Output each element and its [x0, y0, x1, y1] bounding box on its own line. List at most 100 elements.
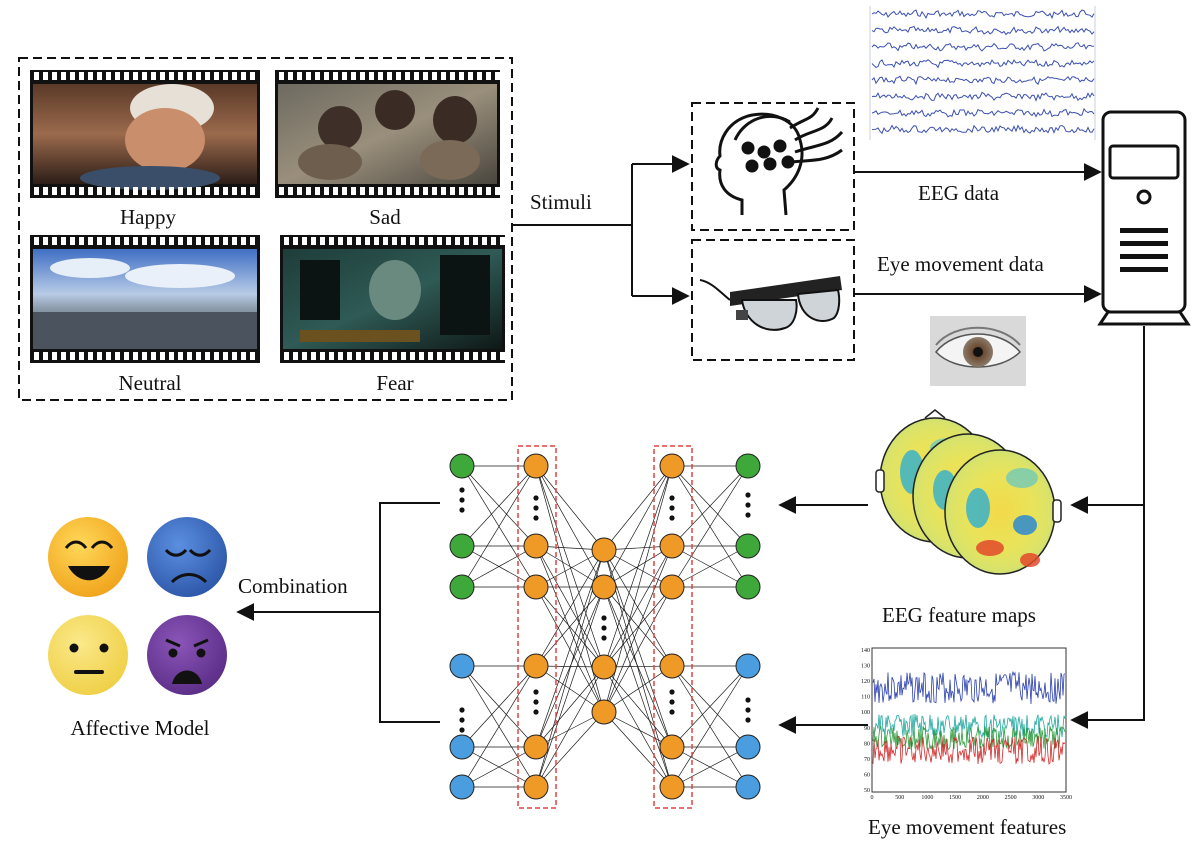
network-edge [535, 586, 605, 788]
network-edge [603, 711, 673, 748]
eye-tracking-glasses-icon [699, 276, 842, 331]
network-edge [603, 545, 673, 668]
network-node [659, 653, 685, 679]
ellipsis-dot [669, 699, 675, 705]
network-edge [461, 746, 537, 788]
eeg-channel-trace [871, 91, 1095, 102]
y-tick-label: 70 [864, 757, 870, 763]
network-edge [671, 665, 749, 748]
network-edge [603, 711, 673, 788]
ellipsis-dot [745, 502, 751, 508]
x-tick-label: 0 [871, 795, 874, 801]
x-tick-label: 1500 [949, 795, 961, 801]
ellipsis-dot [601, 635, 607, 641]
network-edge [603, 666, 673, 748]
network-node [659, 734, 685, 760]
network-node [591, 699, 617, 725]
network-node [735, 653, 761, 679]
eeg-channel-trace [871, 75, 1095, 86]
fear-face-icon [147, 615, 227, 695]
feature-routing-arrows [778, 326, 1145, 734]
network-edge [603, 549, 673, 667]
clip-label-sad: Sad [369, 205, 401, 229]
eye-photo [930, 316, 1026, 386]
network-edge [461, 465, 537, 588]
network-node [449, 774, 475, 800]
film-clip-neutral [30, 235, 260, 363]
eeg-data-label: EEG data [918, 181, 1000, 205]
y-tick-label: 80 [864, 741, 870, 747]
network-edge [535, 545, 605, 668]
network-edge [603, 666, 673, 788]
y-tick-label: 50 [864, 788, 870, 794]
sad-face-icon [147, 517, 227, 597]
network-edge [603, 465, 673, 551]
x-tick-label: 500 [895, 795, 904, 801]
ellipsis-dot [669, 505, 675, 511]
network-node [591, 574, 617, 600]
network-edge [535, 666, 605, 748]
network-node [735, 574, 761, 600]
ellipsis-dot [745, 697, 751, 703]
combination-label: Combination [238, 574, 348, 598]
network-edge [535, 545, 605, 588]
network-edge [603, 586, 673, 668]
ellipsis-dot [459, 727, 465, 733]
network-edge [603, 665, 673, 713]
encoder-hidden-highlight [517, 445, 557, 809]
affective-model-label: Affective Model [71, 716, 210, 740]
decoder-hidden-highlight [653, 445, 693, 809]
eye-movement-data-label: Eye movement data [877, 252, 1044, 276]
film-sprocket-holes [34, 72, 505, 360]
network-edge [461, 545, 537, 588]
happy-face-icon [48, 517, 128, 597]
neutral-face-icon [48, 615, 128, 695]
network-edge [603, 586, 673, 748]
eeg-raw-waves [869, 6, 1096, 140]
network-node [659, 774, 685, 800]
eye-feature-series [872, 713, 1066, 739]
y-tick-label: 140 [861, 648, 870, 654]
eeg-feature-maps-label: EEG feature maps [882, 603, 1036, 627]
computer-tower-icon [1097, 110, 1191, 326]
network-node [523, 533, 549, 559]
ellipsis-dot [745, 492, 751, 498]
network-node [591, 654, 617, 680]
eeg-feature-maps [875, 409, 1062, 575]
stimuli-panel: Happy Sad Neutral Fear [18, 57, 513, 401]
eeg-channel-trace [871, 42, 1095, 52]
network-edge [603, 465, 673, 588]
combination-arrows [236, 502, 440, 723]
network-edge [671, 665, 749, 788]
ellipsis-dot [533, 689, 539, 695]
network-edge [603, 545, 673, 713]
ellipsis-dot [669, 515, 675, 521]
network-node [523, 453, 549, 479]
clip-label-happy: Happy [120, 205, 176, 229]
data-arrows [855, 163, 1102, 303]
network-node [735, 774, 761, 800]
x-tick-label: 3500 [1060, 795, 1072, 801]
eeg-channel-trace [871, 59, 1095, 69]
network-edge [671, 545, 749, 588]
network-node [735, 453, 761, 479]
clip-label-neutral: Neutral [119, 371, 182, 395]
ellipsis-dot [601, 615, 607, 621]
eeg-channel-trace [871, 107, 1095, 118]
network-edge [535, 586, 605, 667]
network-edge [535, 549, 605, 588]
eeg-channel-trace [871, 124, 1095, 135]
network-node [659, 453, 685, 479]
network-edge [671, 465, 749, 547]
y-tick-label: 130 [861, 664, 870, 670]
fusion-neural-network [449, 445, 761, 809]
network-nodes [449, 453, 761, 800]
network-edge [535, 586, 605, 748]
network-edge [461, 465, 537, 547]
x-tick-label: 2000 [977, 795, 989, 801]
y-tick-label: 110 [861, 695, 870, 701]
ellipsis-dot [459, 497, 465, 503]
network-edge [535, 711, 605, 748]
network-edge [535, 465, 605, 588]
